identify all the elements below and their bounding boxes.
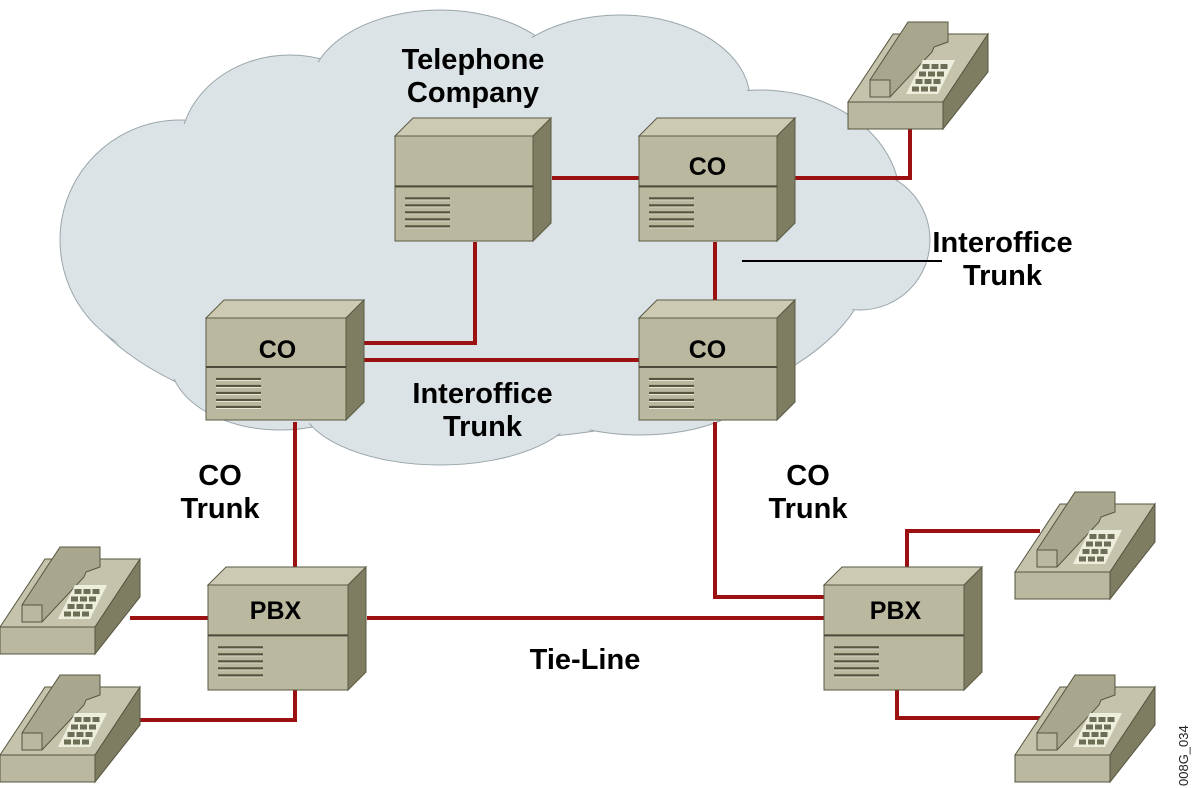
interoffice-trunk-right-label: Interoffice Trunk: [932, 227, 1073, 292]
pbx-left-label: PBX: [249, 597, 302, 625]
switch-top-device: [393, 116, 553, 243]
link-co-right-to-pbx-right: [713, 422, 824, 599]
tie-line-label: Tie-Line: [529, 644, 641, 676]
co-right-device: [637, 298, 797, 422]
co-trunk-left-label: CO Trunk: [180, 460, 260, 525]
pbx-left-device: [206, 565, 368, 692]
phone-left-2-icon: [0, 674, 141, 784]
interoffice-trunk-center-label: Interoffice Trunk: [412, 378, 553, 443]
phone-left-1-icon: [0, 546, 141, 656]
figure-code: 008G_034: [1176, 725, 1191, 786]
co-right-label: CO: [688, 336, 727, 364]
link-co-top-to-phone: [795, 120, 912, 180]
phone-right-1-icon: [1014, 491, 1156, 601]
link-pbx-right-to-phone-2: [895, 690, 1040, 720]
phone-top-right-icon: [847, 21, 989, 131]
co-top-right-device: [637, 116, 797, 243]
co-trunk-right-label: CO Trunk: [768, 460, 848, 525]
pbx-right-label: PBX: [869, 597, 922, 625]
co-left-device: [204, 298, 366, 422]
link-pbx-left-to-phone-2: [140, 690, 297, 722]
link-pbx-right-to-phone-1: [905, 529, 1040, 568]
links: [130, 120, 1040, 722]
phone-right-2-icon: [1014, 674, 1156, 784]
telephone-company-label: Telephone Company: [401, 44, 545, 109]
co-left-label: CO: [258, 336, 297, 364]
pbx-right-device: [822, 565, 984, 692]
link-switch-to-co-left: [364, 242, 477, 345]
co-top-right-label: CO: [688, 153, 727, 181]
